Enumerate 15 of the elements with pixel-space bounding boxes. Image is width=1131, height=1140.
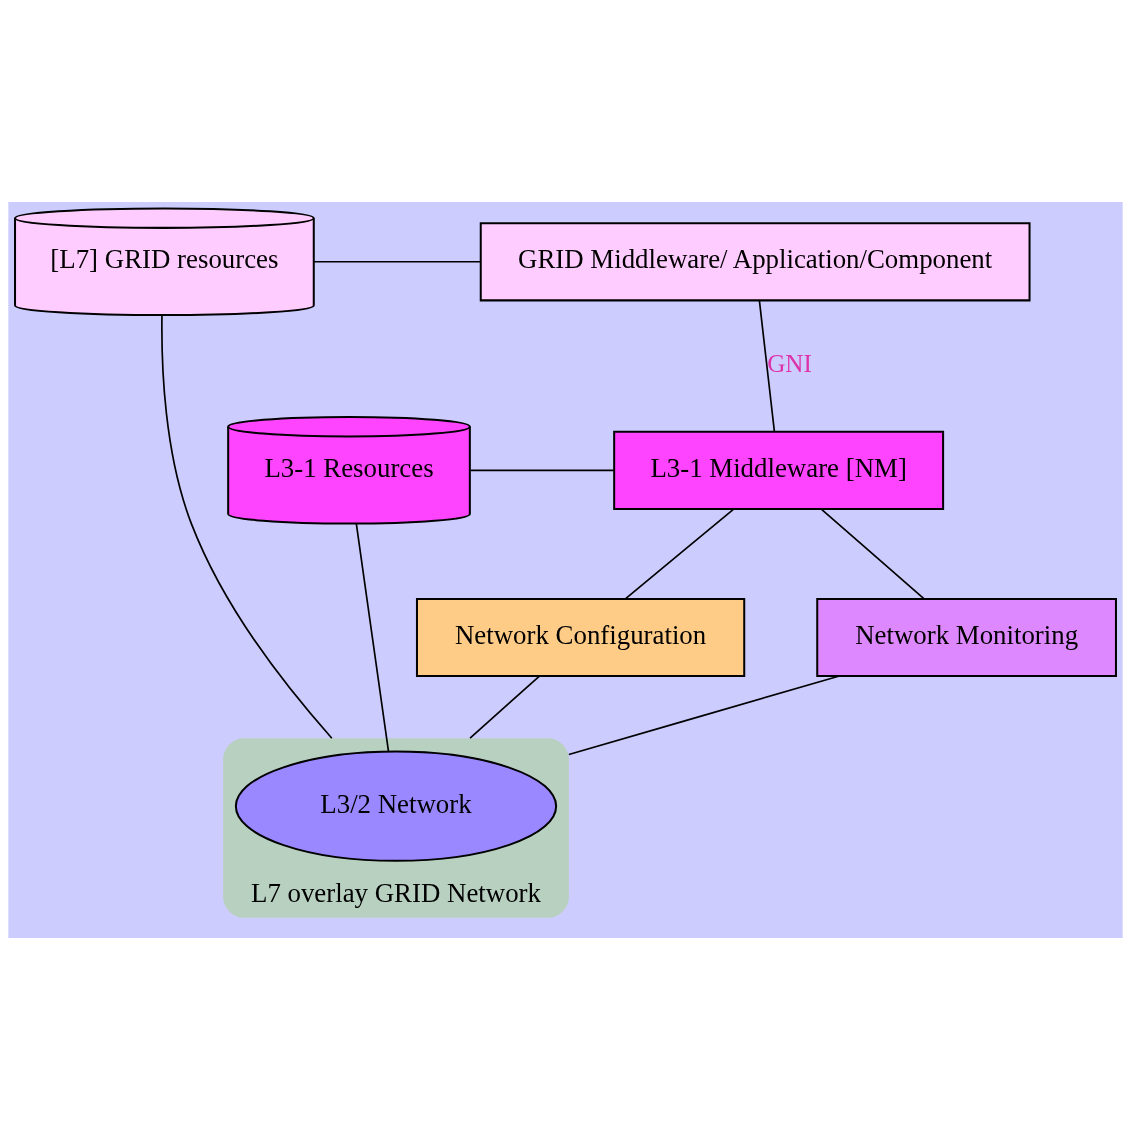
connector (624, 508, 735, 600)
connector (758, 299, 776, 432)
connector (469, 675, 540, 740)
node-box: Network Monitoring (816, 597, 1117, 678)
connector (568, 675, 840, 756)
node-ellipse: L3/2 Network (234, 750, 558, 862)
node-box: GRID Middleware/ Application/Component (479, 222, 1031, 302)
connector (161, 314, 333, 740)
connector (312, 260, 482, 263)
connector (469, 469, 615, 472)
connector (355, 523, 390, 753)
connector (820, 508, 925, 600)
edge-label: GNI (767, 349, 812, 377)
node-box: Network Configuration (415, 597, 746, 678)
node-box: L3-1 Middleware [NM] (613, 430, 945, 510)
